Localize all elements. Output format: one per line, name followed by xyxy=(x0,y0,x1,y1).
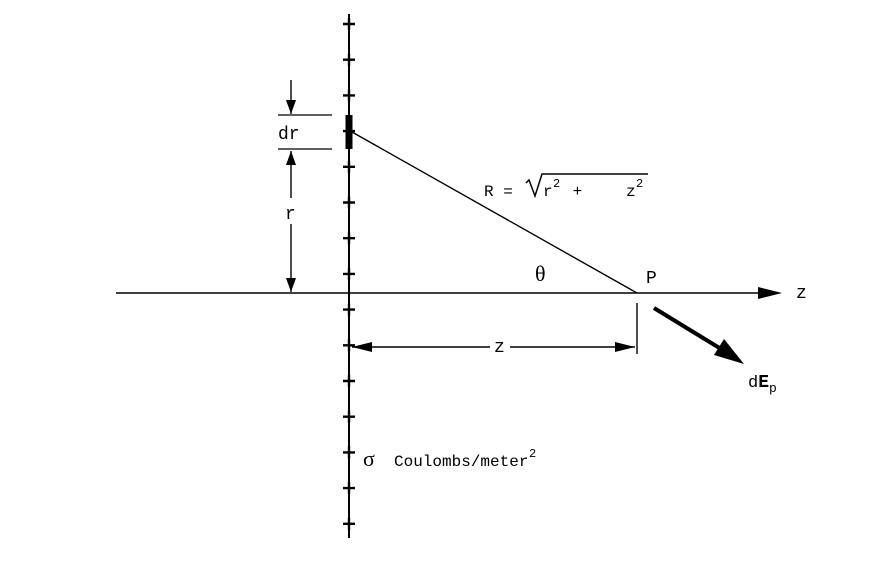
plus-sign xyxy=(343,517,355,530)
plus-sign xyxy=(343,446,355,459)
z-axis-arrowhead xyxy=(758,287,782,299)
R-radicand-r: r xyxy=(543,183,553,201)
R-line xyxy=(351,131,638,294)
plus-sign xyxy=(343,18,355,30)
r-arrowhead-top xyxy=(286,151,296,165)
plus-sign xyxy=(343,53,355,66)
R-exponent-r: 2 xyxy=(553,177,560,191)
plus-sign xyxy=(343,160,355,173)
dE-vector-arrowhead xyxy=(714,339,744,364)
z-distance-label-background xyxy=(490,334,510,358)
z-distance-arrowhead-right xyxy=(615,342,635,352)
point-P-label: P xyxy=(646,269,657,289)
sigma-symbol: σ xyxy=(363,446,375,471)
plus-sign xyxy=(343,375,355,387)
z-distance-arrowhead-left xyxy=(352,342,372,352)
charge-element-dr xyxy=(345,115,353,149)
plus-sign xyxy=(343,339,355,352)
r-arrowhead-bottom xyxy=(286,278,296,292)
r-label: r xyxy=(285,205,296,225)
dr-label: dr xyxy=(278,125,300,145)
z-distance-label: z xyxy=(494,338,505,358)
R-plus: + xyxy=(563,183,592,201)
dE-vector-line xyxy=(652,306,728,354)
theta-label: θ xyxy=(535,261,546,286)
R-exponent-z: 2 xyxy=(636,177,643,191)
plus-sign xyxy=(343,232,355,245)
z-axis-label: z xyxy=(796,284,807,304)
plus-sign xyxy=(343,410,355,423)
dE-label: dEp xyxy=(748,373,777,396)
plus-signs xyxy=(343,18,355,530)
plus-sign xyxy=(343,303,355,316)
r-label-background xyxy=(281,198,301,224)
plus-sign xyxy=(343,482,355,495)
sigma-units-label: Coulombs/meter xyxy=(394,453,528,471)
plus-sign xyxy=(343,267,355,280)
R-sqrt-sign xyxy=(525,173,648,199)
R-prefix-label: R = xyxy=(484,183,522,201)
plus-sign xyxy=(343,89,355,102)
dr-top-arrowhead xyxy=(286,100,296,114)
sigma-units-exponent: 2 xyxy=(529,447,536,461)
R-radicand-z: z xyxy=(626,183,636,201)
plus-sign xyxy=(343,196,355,209)
